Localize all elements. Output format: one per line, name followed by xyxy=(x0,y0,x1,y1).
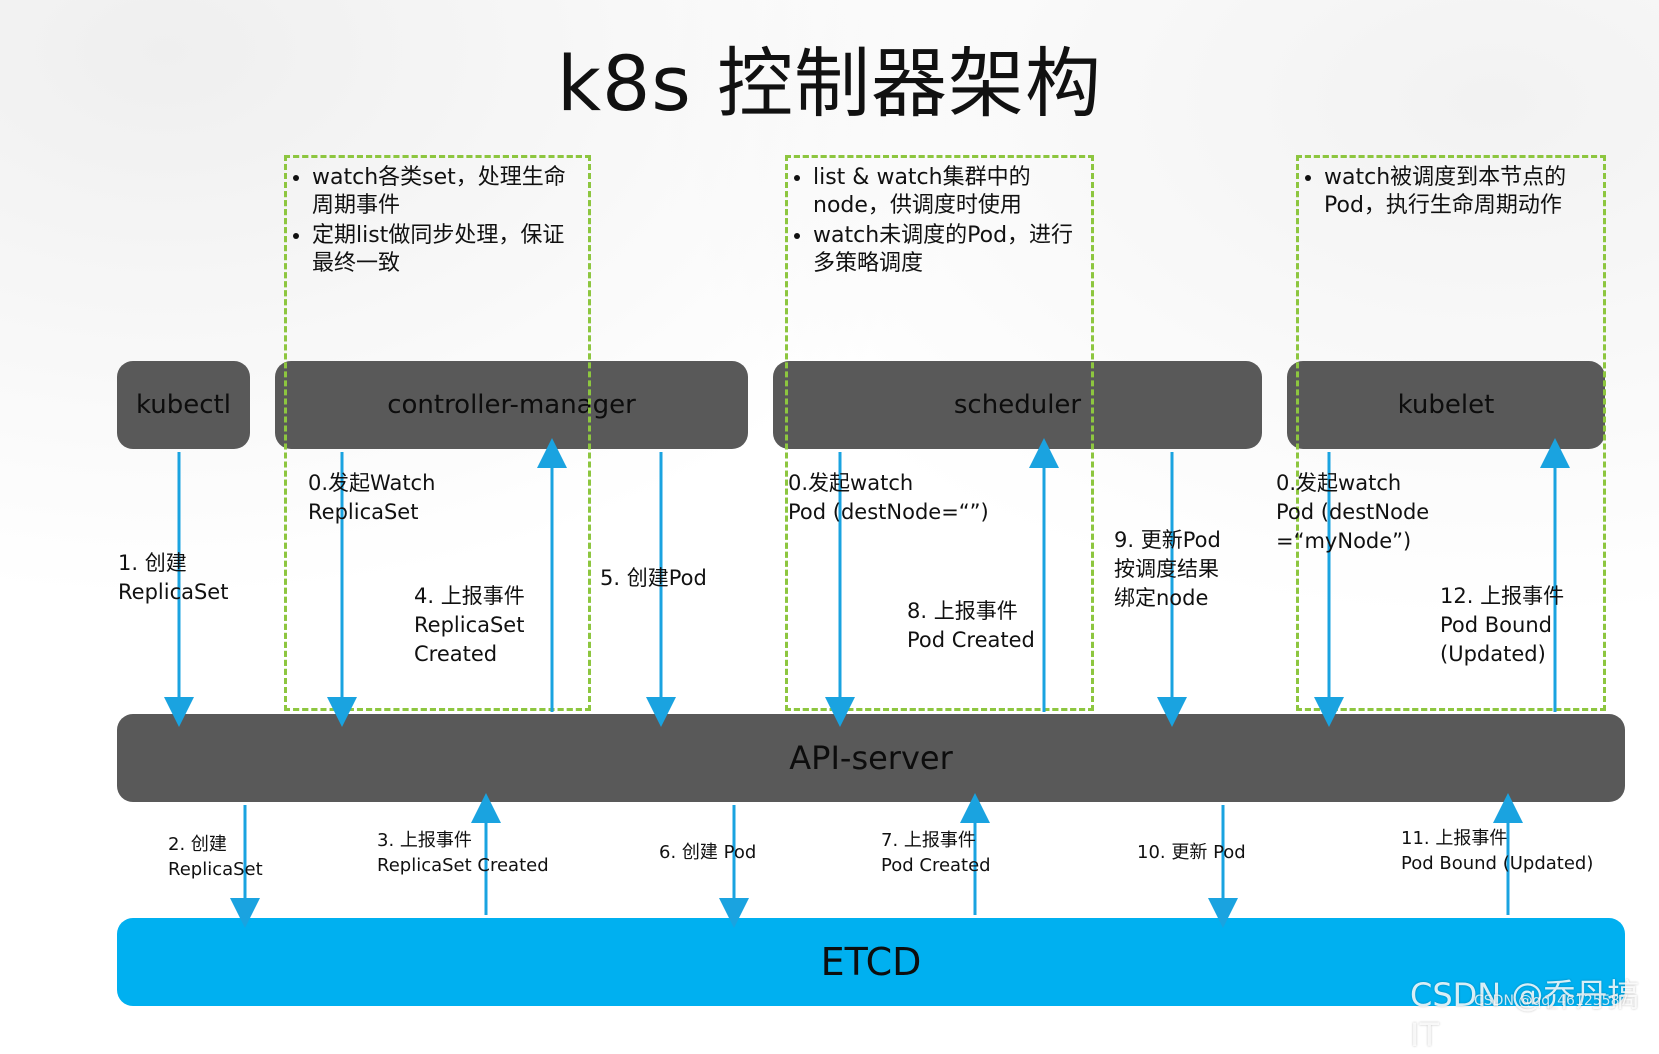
note-item: watch未调度的Pod，进行多策略调度 xyxy=(813,222,1087,278)
kubelet-zone-overlay xyxy=(1296,155,1606,711)
label-step-1: 1. 创建 ReplicaSet xyxy=(118,551,229,604)
label-step-2: 2. 创建 ReplicaSet xyxy=(168,834,263,880)
label-step-0-controller: 0.发起Watch ReplicaSet xyxy=(308,471,436,524)
label-step-10: 10. 更新 Pod xyxy=(1137,842,1246,863)
controller-manager-box: controller-manager xyxy=(275,361,748,449)
etcd-box: ETCD xyxy=(117,918,1625,1006)
label-step-6: 6. 创建 Pod xyxy=(659,842,757,863)
note-item: watch被调度到本节点的Pod，执行生命周期动作 xyxy=(1324,164,1598,220)
label-step-0-kubelet: 0.发起watch Pod (destNode =“myNode”) xyxy=(1276,471,1430,553)
kubectl-box: kubectl xyxy=(117,361,250,449)
label-step-0-scheduler: 0.发起watch Pod (destNode=“”) xyxy=(788,471,989,524)
label-step-7: 7. 上报事件 Pod Created xyxy=(881,830,991,876)
label-step-12: 12. 上报事件 Pod Bound (Updated) xyxy=(1440,584,1565,666)
label-step-8: 8. 上报事件 Pod Created xyxy=(907,599,1035,652)
label-step-3: 3. 上报事件 ReplicaSet Created xyxy=(377,830,549,876)
label-step-9: 9. 更新Pod 按调度结果 绑定node xyxy=(1114,528,1221,610)
watermark: CSDN @乔丹搞IT xyxy=(1410,976,1640,1054)
note-item: watch各类set，处理生命周期事件 xyxy=(312,164,584,220)
scheduler-notes: list & watch集群中的node，供调度时使用 watch未调度的Pod… xyxy=(793,164,1087,280)
note-item: list & watch集群中的node，供调度时使用 xyxy=(813,164,1087,220)
arrow-layer xyxy=(164,438,1570,928)
page-title: k8s 控制器架构 xyxy=(556,39,1103,128)
controller-zone-overlay xyxy=(284,155,591,711)
api-server-box: API-server xyxy=(117,714,1625,802)
background xyxy=(0,0,1659,1019)
label-step-4: 4. 上报事件 ReplicaSet Created xyxy=(414,584,525,666)
label-step-11: 11. 上报事件 Pod Bound (Updated) xyxy=(1401,828,1594,874)
kubelet-box: kubelet xyxy=(1287,361,1605,449)
scheduler-zone-overlay xyxy=(785,155,1094,711)
note-item: 定期list做同步处理，保证最终一致 xyxy=(312,222,584,278)
controller-notes: watch各类set，处理生命周期事件 定期list做同步处理，保证最终一致 xyxy=(292,164,584,280)
label-step-5: 5. 创建Pod xyxy=(600,566,707,590)
watermark-sub: CSDN @qq_46125587 xyxy=(1474,993,1629,1009)
kubelet-notes: watch被调度到本节点的Pod，执行生命周期动作 xyxy=(1304,164,1598,222)
scheduler-box: scheduler xyxy=(773,361,1262,449)
